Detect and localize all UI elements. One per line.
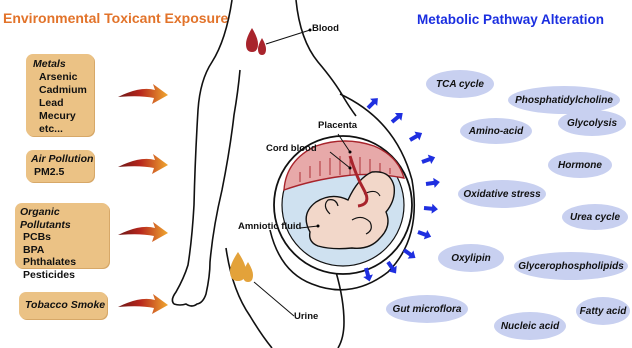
metabolic-arrow: [416, 227, 433, 241]
metabolic-arrow: [389, 109, 406, 126]
metabolic-arrow: [408, 129, 425, 145]
pathway-ellipse: Nucleic acid: [494, 312, 566, 340]
exposure-arrow: [118, 154, 168, 174]
pathway-ellipse: Oxidative stress: [458, 180, 546, 208]
pathway-ellipse: TCA cycle: [426, 70, 494, 98]
urine-drop-icon: [230, 252, 253, 282]
label-urine: Urine: [294, 311, 318, 322]
pathway-ellipse: Glycerophospholipids: [514, 252, 628, 280]
exposure-arrow: [118, 84, 168, 104]
exposure-arrows: [118, 84, 168, 314]
exposure-arrow: [118, 222, 168, 242]
blood-drop-icon: [246, 28, 266, 55]
pathway-ellipse: Glycolysis: [558, 110, 626, 136]
label-amniotic-fluid: Amniotic fluid: [238, 221, 301, 232]
pathway-ellipse: Hormone: [548, 152, 612, 178]
label-placenta: Placenta: [318, 120, 357, 131]
pathway-ellipse: Amino-acid: [460, 118, 532, 144]
metabolic-arrow: [401, 246, 418, 262]
pathway-ellipse: Fatty acid: [576, 297, 630, 325]
pathway-ellipse: Urea cycle: [562, 204, 628, 230]
metabolic-arrow: [364, 95, 381, 112]
metabolic-arrow: [425, 177, 440, 189]
label-blood: Blood: [312, 23, 339, 34]
label-cord-blood: Cord blood: [266, 143, 317, 154]
metabolic-arrow: [424, 203, 439, 214]
exposure-arrow: [118, 294, 168, 314]
pathway-ellipse: Gut microflora: [386, 295, 468, 323]
pathway-ellipse: Oxylipin: [438, 244, 504, 272]
metabolic-arrow: [420, 153, 437, 167]
